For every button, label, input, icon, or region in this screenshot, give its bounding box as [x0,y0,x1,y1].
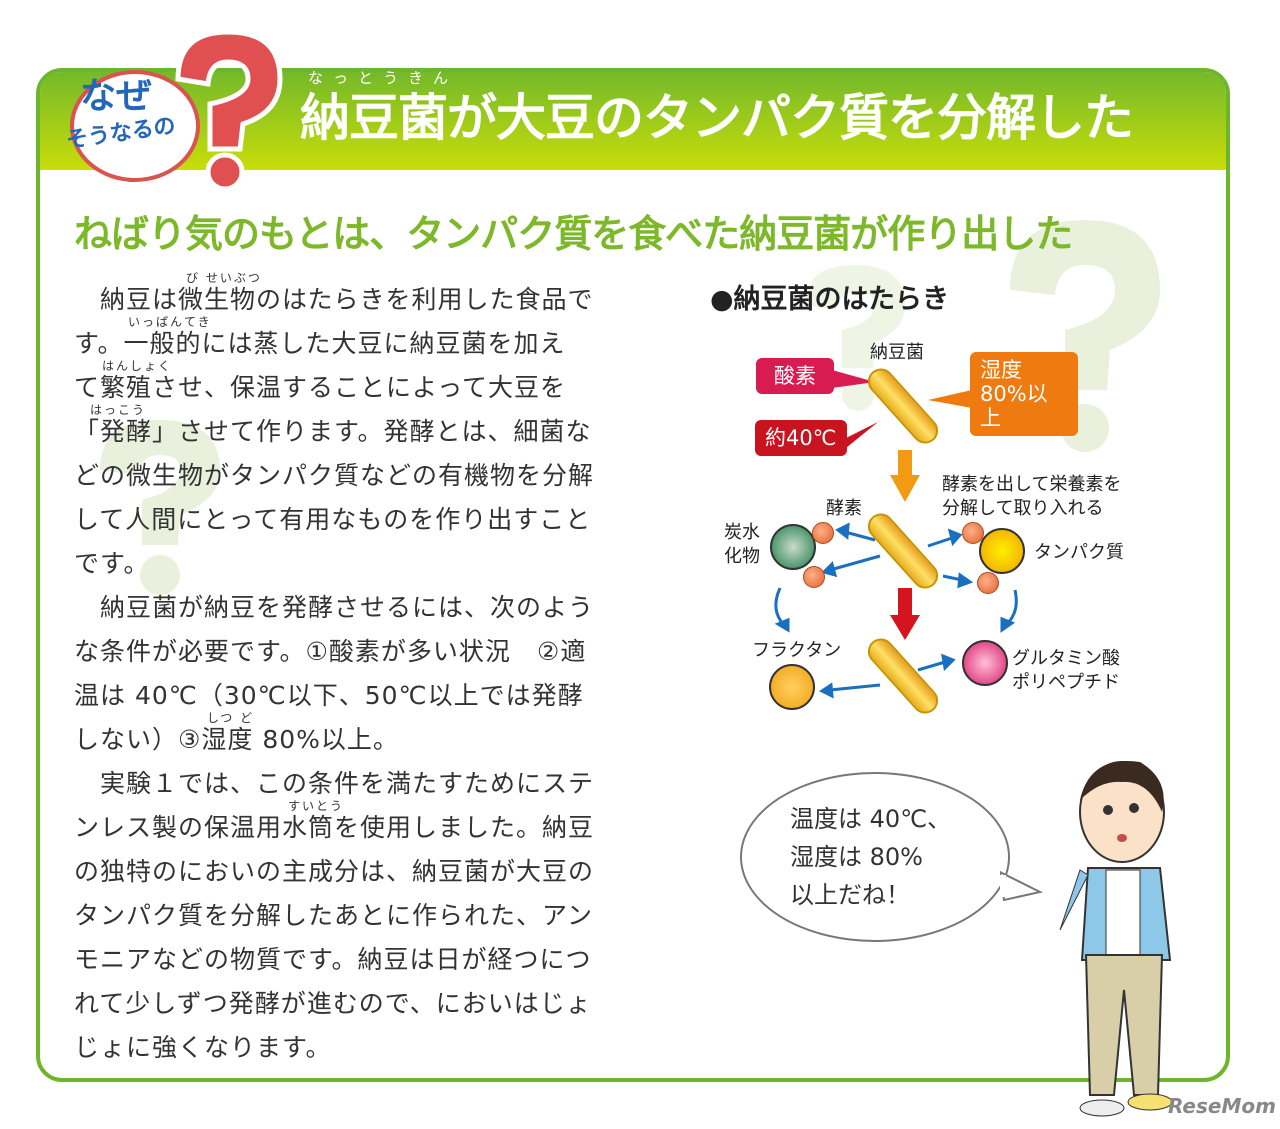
why-badge [70,70,200,182]
enzyme-ball [977,572,999,594]
ruby: すいとう [288,799,345,813]
bg-question-mark-icon [805,265,905,411]
blue-arrows [774,522,1018,699]
temp-pointer [846,422,878,448]
body-line: れて少しずつ発酵が進むので、においはじょ [74,989,592,1018]
oxygen-tag: 酸素 [756,358,834,395]
body-line: 温は 40℃（30℃以下、50℃以上では発酵 [74,681,584,710]
humidity-line: 湿度 [980,358,1022,382]
badge-text: なぜ [80,76,153,117]
protein-label: タンパク質 [1034,542,1124,563]
enzyme-ball [803,566,825,588]
fructan-ball [769,664,815,710]
enzyme-ball [962,522,984,544]
body-line: どの微生物がタンパク質などの有機物を分解 [74,461,595,490]
desc-line: 酵素を出して栄養素を [942,474,1122,495]
body-line: タンパク質を分解したあとに作られた、アン [74,901,594,930]
enzyme-label: 酵素 [826,498,862,519]
body-line: ンレス製の保温用水筒を使用しました。納豆 [74,813,595,842]
body-line: 納豆は微生物のはたらきを利用した食品で [74,285,594,314]
humidity-line: 80%以上 [980,382,1048,431]
question-mark-icon [175,29,283,192]
body-line: 「発酵」させて作ります。発酵とは、細菌な [74,417,592,446]
bg-question-mark-icon [100,420,220,595]
boy-illustration [1059,761,1173,1117]
body-line: 納豆菌が納豆を発酵させるには、次のよう [74,593,595,622]
body-line: 実験１では、この条件を満たすためにステ [74,769,595,798]
page-title: 納豆菌が大豆のタンパク質を分解した [300,89,1134,147]
arrow-down-red-icon [890,588,920,640]
body-line: して人間にとって有用なものを作り出すこと [74,505,592,534]
bubble-tail [1000,870,1043,902]
body-line: じょに強くなります。 [74,1033,332,1062]
ruby: いっぱんてき [128,315,212,329]
glutamic-label: ポリペプチド [1012,672,1120,693]
temperature-tag: 約40℃ [755,420,847,457]
diagram-arrows [774,370,1018,699]
arrow-down-orange-icon [890,450,920,502]
body-line: の独特のにおいの主成分は、納豆菌が大豆の [74,857,595,886]
natto-label: 納豆菌 [870,342,924,363]
glutamic-label: グルタミン酸 [1012,648,1120,669]
ruby: はんしょく [102,359,173,373]
humidity-pointer [928,390,972,408]
body-line: な条件が必要です。①酸素が多い状況 ②適 [74,637,587,666]
speech-line: 湿度は 80% [790,843,923,871]
carb-label: 炭水 [724,522,760,543]
speech-bubble [740,772,1010,942]
enzyme-ball [812,522,834,544]
ruby: び せいぶつ [186,271,262,285]
body-line: しない）③湿度 80%以上。 [74,725,399,754]
diagram-title: ●納豆菌のはたらき [710,284,950,315]
subtitle: ねばり気のもとは、タンパク質を食べた納豆菌が作り出した [74,212,1073,256]
speech-text: 温度は 40℃、 湿度は 80% 以上だね！ [790,800,951,914]
speech-line: 以上だね！ [790,881,910,909]
body-line: す。一般的には蒸した大豆に納豆菌を加え [74,329,566,358]
carbohydrate-ball [770,524,816,570]
fructan-label: フラクタン [752,640,842,661]
body-line: です。 [74,549,150,578]
protein-ball [979,528,1025,574]
glutamic-ball [962,640,1008,686]
desc-line: 分解して取り入れる [942,498,1104,519]
speech-line: 温度は 40℃、 [790,805,952,833]
ruby: しつ ど [207,711,255,725]
carb-label: 化物 [724,546,760,567]
resemom-logo: ReseMom [1168,1094,1276,1118]
body-line: モニアなどの物質です。納豆は日が経つにつ [74,945,592,974]
title-ruby: なっとうきん [308,69,459,87]
oxygen-pointer [832,370,875,388]
ruby: はっこう [90,403,147,417]
body-line: て繁殖させ、保温することによって大豆を [74,373,567,402]
